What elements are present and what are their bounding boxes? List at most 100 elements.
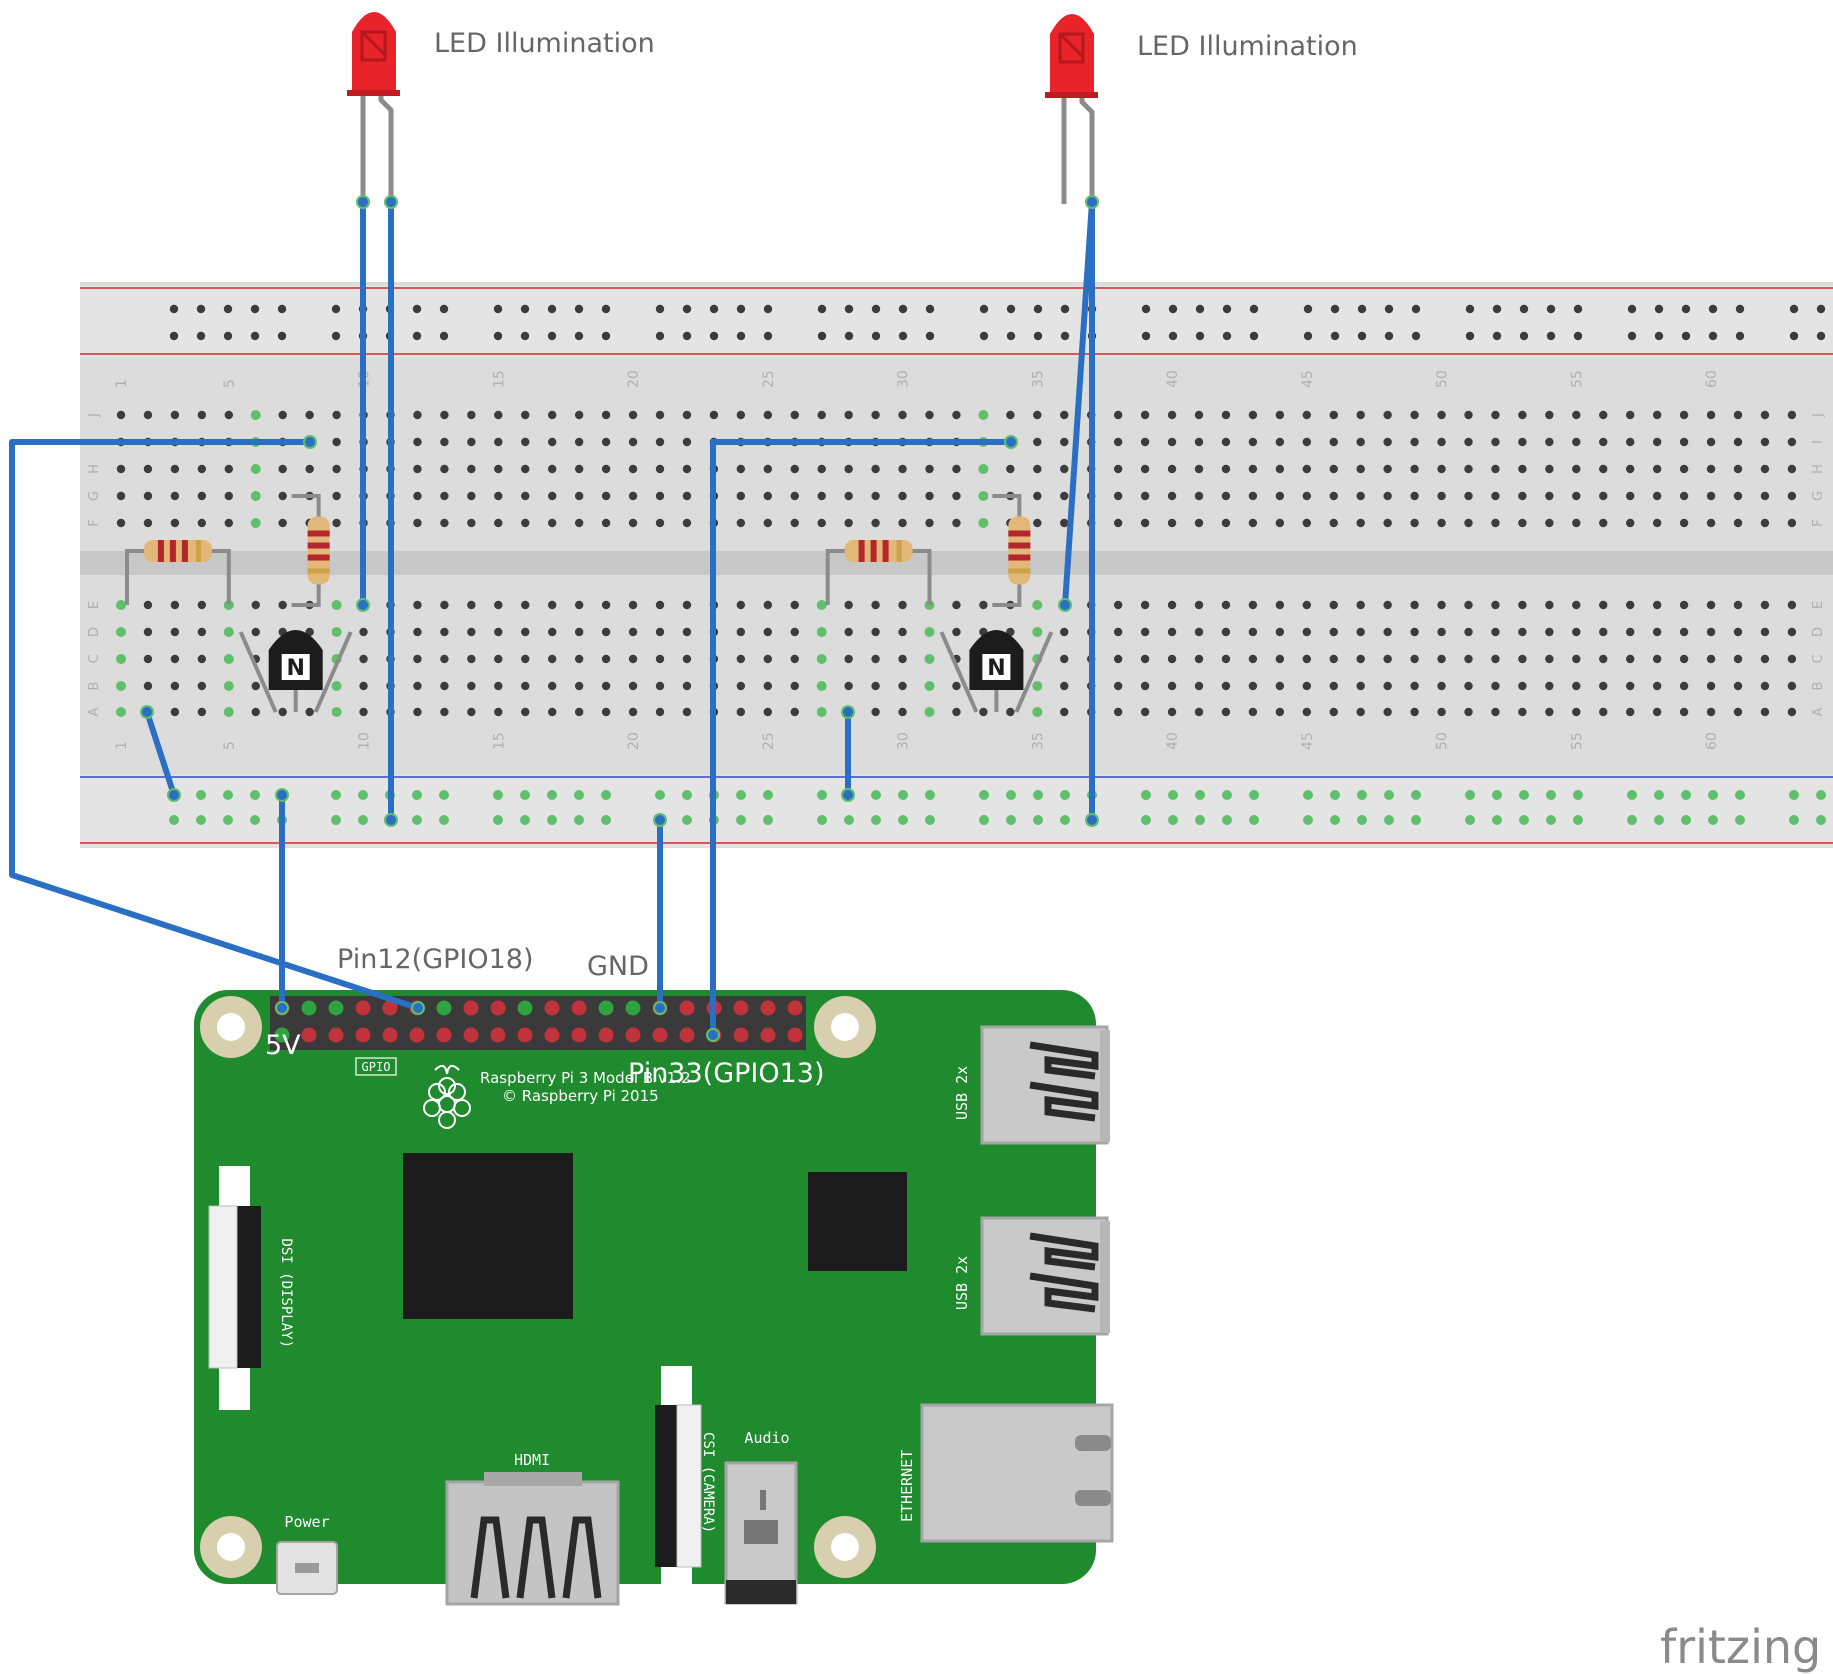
- rail-hole: [223, 790, 233, 800]
- breadboard-hole: [251, 600, 260, 610]
- breadboard-hole: [1545, 437, 1554, 447]
- rail-hole: [979, 331, 989, 341]
- wire-endpoint: [275, 1001, 289, 1015]
- breadboard-hole: [628, 464, 638, 474]
- breadboard-hole: [440, 707, 449, 717]
- breadboard-hole: [1626, 410, 1635, 420]
- breadboard-hole: [197, 464, 207, 474]
- breadboard-hole: [1113, 410, 1123, 420]
- breadboard-hole: [116, 518, 126, 528]
- breadboard-hole: [871, 707, 880, 717]
- breadboard-hole: [978, 464, 989, 474]
- breadboard-hole: [1275, 707, 1285, 717]
- rail-hole: [817, 331, 827, 341]
- breadboard-hole: [1706, 681, 1716, 691]
- breadboard-hole: [844, 464, 853, 474]
- breadboard-hole: [925, 491, 934, 501]
- breadboard-hole: [844, 518, 853, 528]
- rail-hole: [1627, 304, 1637, 314]
- column-number: 50: [1435, 370, 1451, 388]
- breadboard-hole: [1599, 437, 1608, 447]
- rail-hole: [655, 331, 665, 341]
- breadboard-hole: [1652, 464, 1662, 474]
- breadboard-hole: [817, 491, 826, 501]
- rail-hole: [736, 304, 746, 314]
- rail-hole: [1681, 790, 1691, 800]
- rail-hole: [1465, 304, 1475, 314]
- breadboard-hole: [413, 491, 422, 501]
- breadboard-hole: [1437, 654, 1446, 664]
- breadboard-hole: [548, 437, 557, 447]
- breadboard-hole: [1329, 681, 1338, 691]
- breadboard-hole: [844, 491, 853, 501]
- breadboard-hole: [1733, 654, 1743, 664]
- breadboard-hole: [170, 518, 180, 528]
- breadboard-hole: [494, 464, 503, 474]
- breadboard-hole: [1652, 518, 1662, 528]
- column-number: 5: [222, 379, 238, 388]
- label-5v: 5V: [265, 1030, 301, 1061]
- dsi-connector: [208, 1166, 261, 1410]
- breadboard-hole: [467, 707, 476, 717]
- breadboard-hole: [413, 437, 422, 447]
- rail-hole: [817, 790, 827, 800]
- breadboard-hole: [1706, 437, 1716, 447]
- breadboard-hole: [467, 600, 476, 610]
- breadboard-hole: [467, 518, 476, 528]
- breadboard-hole: [1464, 627, 1473, 637]
- rail-hole: [493, 815, 503, 825]
- rail-hole: [277, 331, 287, 341]
- breadboard-hole: [116, 410, 126, 420]
- breadboard-hole: [790, 464, 799, 474]
- breadboard-hole: [548, 410, 557, 420]
- breadboard-hole: [116, 491, 126, 501]
- rail-hole: [601, 815, 611, 825]
- rail-hole: [1303, 815, 1313, 825]
- breadboard-hole: [494, 518, 503, 528]
- breadboard-hole: [1167, 491, 1177, 501]
- column-number: 35: [1030, 732, 1046, 750]
- gpio-header: [270, 996, 806, 1050]
- column-number: 20: [626, 732, 642, 750]
- rail-hole: [331, 304, 341, 314]
- led-2-anode: [1079, 98, 1095, 200]
- breadboard-hole: [359, 627, 368, 637]
- rail-hole: [1465, 790, 1475, 800]
- label-pin33: Pin33(GPIO13): [628, 1058, 825, 1089]
- rail-hole: [763, 815, 773, 825]
- breadboard-hole: [143, 681, 153, 691]
- rail-hole: [1033, 331, 1043, 341]
- column-number: 35: [1030, 370, 1046, 388]
- row-letter: D: [1811, 627, 1826, 637]
- breadboard-hole: [655, 627, 665, 637]
- gpio-pin: [598, 1027, 614, 1043]
- rail-hole: [1033, 304, 1043, 314]
- breadboard-hole: [628, 518, 638, 528]
- resistor: [125, 540, 231, 605]
- rail-hole: [1519, 790, 1529, 800]
- breadboard-hole: [682, 518, 692, 528]
- breadboard-hole: [332, 518, 341, 528]
- resistor: [291, 494, 330, 607]
- breadboard-hole: [574, 600, 584, 610]
- breadboard-hole: [413, 600, 422, 610]
- rail-hole: [871, 790, 881, 800]
- breadboard-hole: [1356, 464, 1365, 474]
- breadboard-hole: [413, 627, 422, 637]
- breadboard-hole: [170, 600, 180, 610]
- rail-hole: [1168, 815, 1178, 825]
- breadboard-hole: [1679, 600, 1689, 610]
- breadboard-hole: [628, 627, 638, 637]
- rail-hole: [1654, 790, 1664, 800]
- breadboard-hole: [440, 464, 449, 474]
- breadboard-hole: [170, 707, 180, 717]
- breadboard-hole: [1626, 518, 1635, 528]
- breadboard-hole: [548, 681, 557, 691]
- rail-hole: [196, 815, 206, 825]
- breadboard-hole: [1599, 464, 1608, 474]
- breadboard-hole: [494, 437, 503, 447]
- wire-endpoint: [1085, 813, 1099, 827]
- rail-hole: [1249, 331, 1259, 341]
- rail-hole: [682, 304, 692, 314]
- breadboard-hole: [816, 654, 827, 664]
